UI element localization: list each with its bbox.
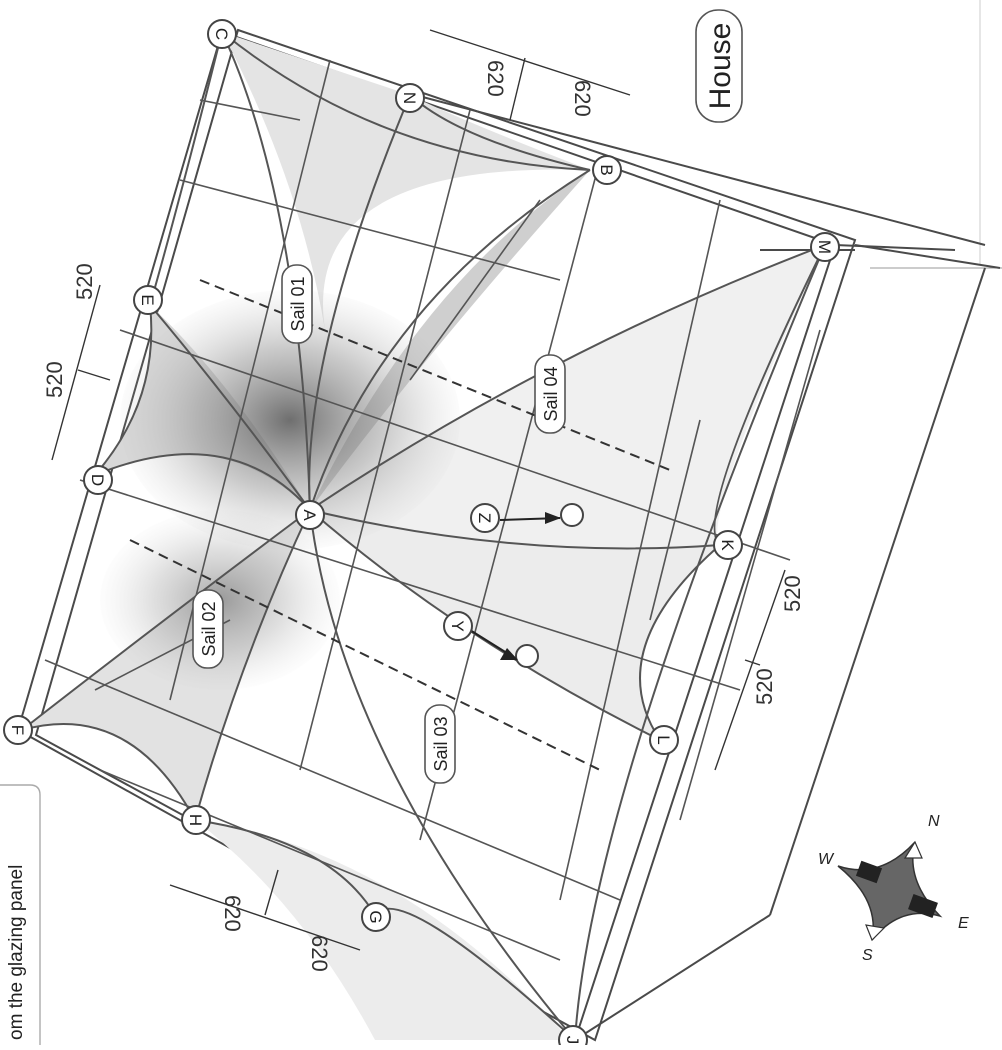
point-b: B xyxy=(592,155,622,185)
svg-text:E: E xyxy=(138,294,157,305)
sail-tag-04: Sail 04 xyxy=(534,354,566,434)
svg-text:Sail 03: Sail 03 xyxy=(431,716,451,771)
dim-label: 620 xyxy=(483,60,508,97)
svg-text:H: H xyxy=(186,814,205,826)
house-tag: House xyxy=(695,9,743,123)
svg-text:N: N xyxy=(400,92,419,104)
sail-surfaces xyxy=(22,32,825,1040)
dim-label: 620 xyxy=(220,895,245,932)
svg-text:Z: Z xyxy=(475,513,494,523)
svg-text:House: House xyxy=(704,23,737,110)
svg-text:Sail 01: Sail 01 xyxy=(288,276,308,331)
svg-text:B: B xyxy=(597,164,616,175)
svg-text:Sail 04: Sail 04 xyxy=(541,366,561,421)
point-g: G xyxy=(361,902,391,932)
svg-text:F: F xyxy=(8,725,27,735)
compass-e: E xyxy=(958,915,969,932)
svg-text:G: G xyxy=(366,910,385,923)
point-k: K xyxy=(713,530,743,560)
compass-w: W xyxy=(818,851,835,868)
svg-text:om the glazing panel: om the glazing panel xyxy=(6,865,27,1040)
glazing-panel-note: om the glazing panel xyxy=(0,784,41,1045)
compass-n: N xyxy=(928,813,940,830)
point-n: N xyxy=(395,83,425,113)
sail-axis-lines xyxy=(129,279,671,771)
sail-tag-03: Sail 03 xyxy=(424,704,456,784)
dim-label: 520 xyxy=(752,668,777,705)
point-l: L xyxy=(649,725,679,755)
dim-label: 520 xyxy=(42,361,67,398)
dim-label: 620 xyxy=(307,935,332,972)
compass-rose: N E S W xyxy=(818,813,969,964)
point-a: A xyxy=(295,500,325,530)
point-e: E xyxy=(133,285,163,315)
svg-text:Sail 02: Sail 02 xyxy=(199,601,219,656)
point-z: Z xyxy=(470,503,500,533)
svg-text:D: D xyxy=(88,474,107,486)
anchor-points: A B C D E F G H J K L M N Y Z xyxy=(3,19,840,1050)
dim-label: 520 xyxy=(780,575,805,612)
svg-text:L: L xyxy=(654,735,673,744)
point-j: J xyxy=(558,1025,588,1050)
sail-tag-01: Sail 01 xyxy=(281,264,313,344)
sail-tag-02: Sail 02 xyxy=(192,589,224,669)
point-f: F xyxy=(3,715,33,745)
svg-text:Y: Y xyxy=(448,620,467,631)
svg-text:K: K xyxy=(718,539,737,551)
marker-y xyxy=(469,629,539,668)
svg-text:M: M xyxy=(815,240,834,254)
dim-label: 620 xyxy=(570,80,595,117)
marker-z xyxy=(499,503,584,527)
dimension-lines xyxy=(51,29,786,951)
dim-label: 520 xyxy=(72,263,97,300)
svg-text:J: J xyxy=(563,1036,582,1045)
glazing-grid xyxy=(44,59,821,961)
svg-text:C: C xyxy=(212,28,231,40)
compass-s: S xyxy=(862,947,873,964)
point-m: M xyxy=(810,232,840,262)
point-h: H xyxy=(181,805,211,835)
point-y: Y xyxy=(443,611,473,641)
point-c: C xyxy=(207,19,237,49)
svg-text:A: A xyxy=(300,509,319,521)
point-d: D xyxy=(83,465,113,495)
